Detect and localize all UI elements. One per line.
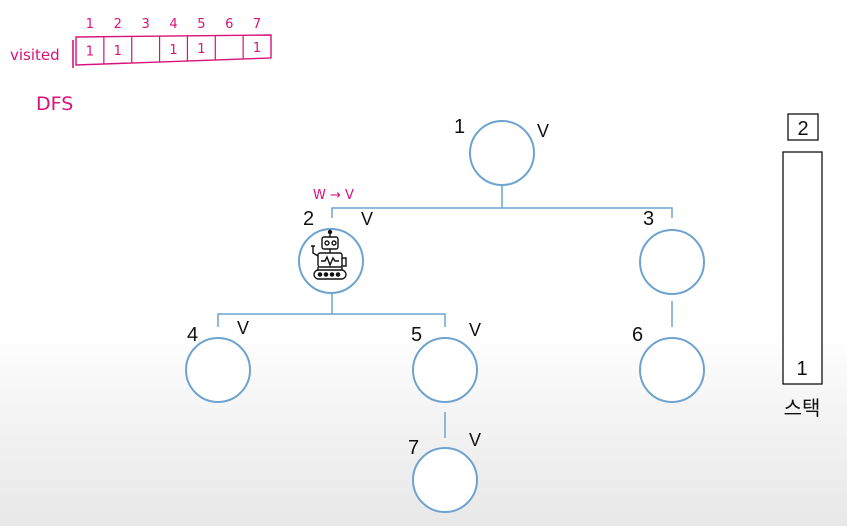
node-1: 1 V [454,116,549,186]
node-5-visited-mark: V [469,320,481,340]
node-3-label: 3 [643,208,654,230]
node-5-circle [412,337,478,403]
node-4-label: 4 [187,324,198,346]
node-1-label: 1 [454,116,465,138]
node-7-circle [412,447,478,513]
visited-mark: 1 [86,45,94,60]
node-5: 5 V [411,320,481,403]
visited-index: 7 [253,17,261,32]
node-6-circle [639,337,705,403]
node-4: 4 V [185,318,251,403]
node-7-label: 7 [408,437,419,459]
stack-top-label: 2 [797,118,808,140]
stack-top-box [787,113,819,141]
visited-index: 4 [169,17,177,32]
node-2-label: 2 [303,208,314,230]
node-4-visited-mark: V [237,318,249,338]
visited-mark: 1 [114,44,122,59]
stack-container [782,151,823,385]
algorithm-label: DFS [36,93,73,115]
visited-mark: 1 [169,43,177,58]
visited-index: 6 [225,17,233,32]
node-3-circle [639,229,705,295]
visited-mark-row: 1 1 1 1 1 [86,41,261,60]
robot-icon [311,229,347,280]
node-7: 7 V [408,430,481,513]
visited-index: 3 [142,17,150,32]
visited-mark: 1 [253,41,261,56]
visited-cells [103,35,244,64]
edge-2-children [217,292,446,327]
visited-label: visited [10,46,60,64]
tree-edges [217,185,673,438]
node-4-circle [185,337,251,403]
visited-box [75,34,272,66]
stack-item: 1 [796,358,807,380]
stack-caption: 스택 [784,396,821,420]
node-7-visited-mark: V [469,430,481,450]
edge-1-children [331,185,673,218]
node-2-visited-mark: V [361,209,373,229]
stack: 2 1 스택 [782,113,823,420]
node-1-visited-mark: V [537,121,549,141]
visited-mark: 1 [197,42,205,57]
node-2: 2 V W → V [298,188,373,294]
visited-index: 5 [197,17,205,32]
visited-index-row: 1 2 3 4 5 6 7 [86,17,261,32]
node-5-label: 5 [411,324,422,346]
visited-index: 1 [86,17,94,32]
node-6: 6 [632,324,705,403]
visited-index: 2 [114,17,122,32]
node-1-circle [469,120,535,186]
traverse-note: W → V [313,188,354,203]
node-3: 3 [639,208,705,295]
visited-array: visited 1 2 3 4 5 6 7 1 1 1 1 1 [10,17,272,68]
node-6-label: 6 [632,324,643,346]
